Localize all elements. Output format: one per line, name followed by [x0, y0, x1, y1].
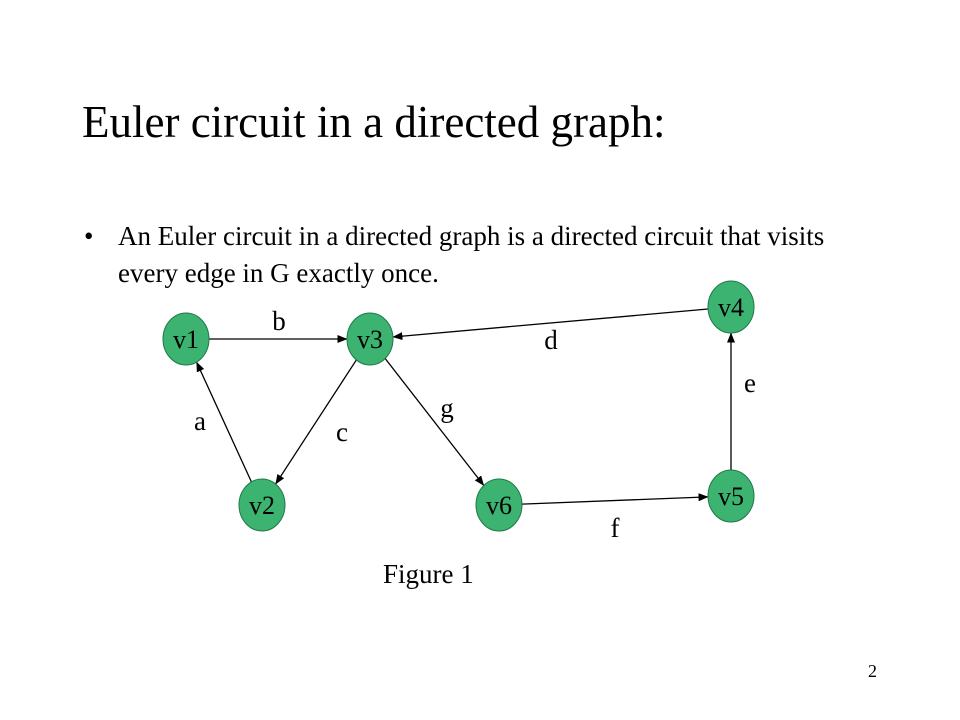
edge-label-c: c — [336, 417, 348, 447]
node-v3-label: v3 — [357, 325, 383, 354]
figure-caption: Figure 1 — [383, 559, 474, 589]
edge-g-arrow — [384, 358, 485, 486]
edge-c-arrow — [275, 359, 357, 485]
edge-a-arrow — [195, 361, 253, 483]
edge-label-f: f — [611, 513, 620, 543]
node-v3-ellipse — [346, 312, 394, 366]
node-v6: v6 — [475, 478, 523, 532]
node-v6-label: v6 — [486, 491, 512, 520]
node-v4-label: v4 — [718, 293, 744, 322]
edge-label-a: a — [194, 406, 206, 436]
slide-title: Euler circuit in a directed graph: — [82, 97, 666, 147]
node-v1-ellipse — [162, 312, 210, 366]
edge-label-g: g — [440, 393, 454, 423]
node-v5: v5 — [707, 469, 755, 523]
bullet-item: • An Euler circuit in a directed graph i… — [84, 218, 884, 292]
edge-label-d: d — [544, 325, 558, 355]
page-number: 2 — [868, 661, 877, 681]
node-v4-ellipse — [707, 280, 755, 334]
node-v2: v2 — [238, 478, 286, 532]
node-v1: v1 — [162, 312, 210, 366]
node-v2-ellipse — [238, 478, 286, 532]
bullet-text: An Euler circuit in a directed graph is … — [118, 221, 825, 288]
bullet-list: • An Euler circuit in a directed graph i… — [84, 218, 884, 292]
bullet-marker: • — [84, 221, 94, 251]
node-v1-label: v1 — [173, 325, 199, 354]
node-v3: v3 — [346, 312, 394, 366]
node-v6-ellipse — [475, 478, 523, 532]
node-v5-label: v5 — [718, 482, 744, 511]
edge-label-e: e — [744, 368, 756, 398]
edge-label-b: b — [272, 306, 286, 336]
edge-d-arrow — [392, 308, 709, 341]
node-v2-label: v2 — [249, 491, 275, 520]
edge-layer — [195, 308, 735, 505]
edge-label-layer: a b c d e f g — [194, 306, 756, 543]
node-layer: v1 v2 v3 v4 v5 v6 — [162, 280, 755, 532]
node-v5-ellipse — [707, 469, 755, 523]
node-v4: v4 — [707, 280, 755, 334]
edge-f-arrow — [521, 493, 709, 505]
